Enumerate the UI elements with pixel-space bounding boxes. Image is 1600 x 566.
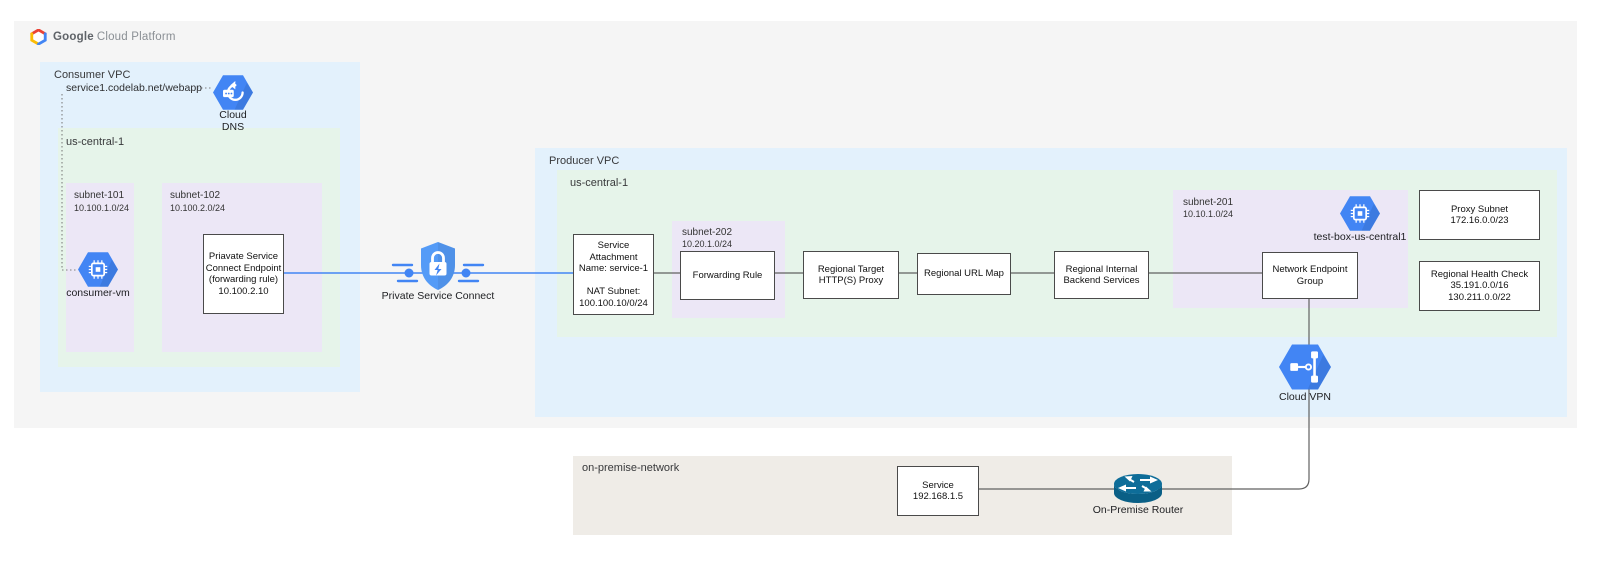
psc-node-dot <box>404 268 414 278</box>
cloud-vpn-icon <box>1279 344 1331 390</box>
backend-services-box: Regional Internal Backend Services <box>1054 251 1149 299</box>
cloud-dns-caption: Cloud DNS <box>219 109 247 133</box>
subnet-101-name: subnet-101 <box>74 190 125 201</box>
forwarding-rule-box: Forwarding Rule <box>680 251 775 300</box>
health-check-box: Regional Health Check 35.191.0.0/16 130.… <box>1419 261 1540 311</box>
network-endpoint-group-box: Network Endpoint Group <box>1262 252 1358 299</box>
private-service-connect-icon <box>421 242 455 290</box>
consumer-region-label: us-central-1 <box>66 136 125 148</box>
connector-neg-vpn-onprem <box>977 297 1310 490</box>
subnet-101-cidr: 10.100.1.0/24 <box>74 203 130 213</box>
on-premise-router-caption: On-Premise Router <box>1092 504 1184 516</box>
psc-endpoint-box: Priavate Service Connect Endpoint (forwa… <box>203 234 284 314</box>
producer-region-label: us-central-1 <box>570 177 629 189</box>
brand-google: Google <box>53 31 94 43</box>
subnet-201-name: subnet-201 <box>1183 197 1234 208</box>
dotted-link-webapp-to-vm <box>61 94 77 271</box>
url-map-box: Regional URL Map <box>917 253 1011 295</box>
brand-cloud-platform: Cloud Platform <box>96 31 176 43</box>
subnet-202-cidr: 10.20.1.0/24 <box>682 239 733 249</box>
target-proxy-box: Regional Target HTTP(S) Proxy <box>803 251 899 299</box>
dns-record-text: service1.codelab.net/webapp <box>66 82 203 94</box>
test-box-caption: test-box-us-central1 <box>1313 231 1407 243</box>
gcp-logo-icon <box>30 29 47 45</box>
consumer-vm-caption: consumer-vm <box>66 287 130 299</box>
on-premise-router-icon <box>1114 474 1162 503</box>
test-box-vm-icon <box>1340 196 1380 231</box>
consumer-vm-icon <box>78 252 118 287</box>
subnet-102-cidr: 10.100.2.0/24 <box>170 203 226 213</box>
proxy-subnet-box: Proxy Subnet 172.16.0.0/23 <box>1419 190 1540 240</box>
onprem-service-box: Service 192.168.1.5 <box>897 466 979 516</box>
subnet-102-name: subnet-102 <box>170 190 221 201</box>
private-service-connect-caption: Private Service Connect <box>381 290 495 302</box>
subnet-202-name: subnet-202 <box>682 227 733 238</box>
producer-vpc-label: Producer VPC <box>549 155 620 167</box>
consumer-vpc-label: Consumer VPC <box>54 69 131 81</box>
subnet-201-cidr: 10.10.1.0/24 <box>1183 209 1234 219</box>
cloud-vpn-caption: Cloud VPN <box>1279 391 1331 403</box>
service-attachment-box: Service Attachment Name: service-1 NAT S… <box>573 234 654 315</box>
cloud-dns-icon <box>213 75 253 110</box>
on-premise-label: on-premise-network <box>582 462 680 474</box>
psc-node-dot <box>461 268 471 278</box>
